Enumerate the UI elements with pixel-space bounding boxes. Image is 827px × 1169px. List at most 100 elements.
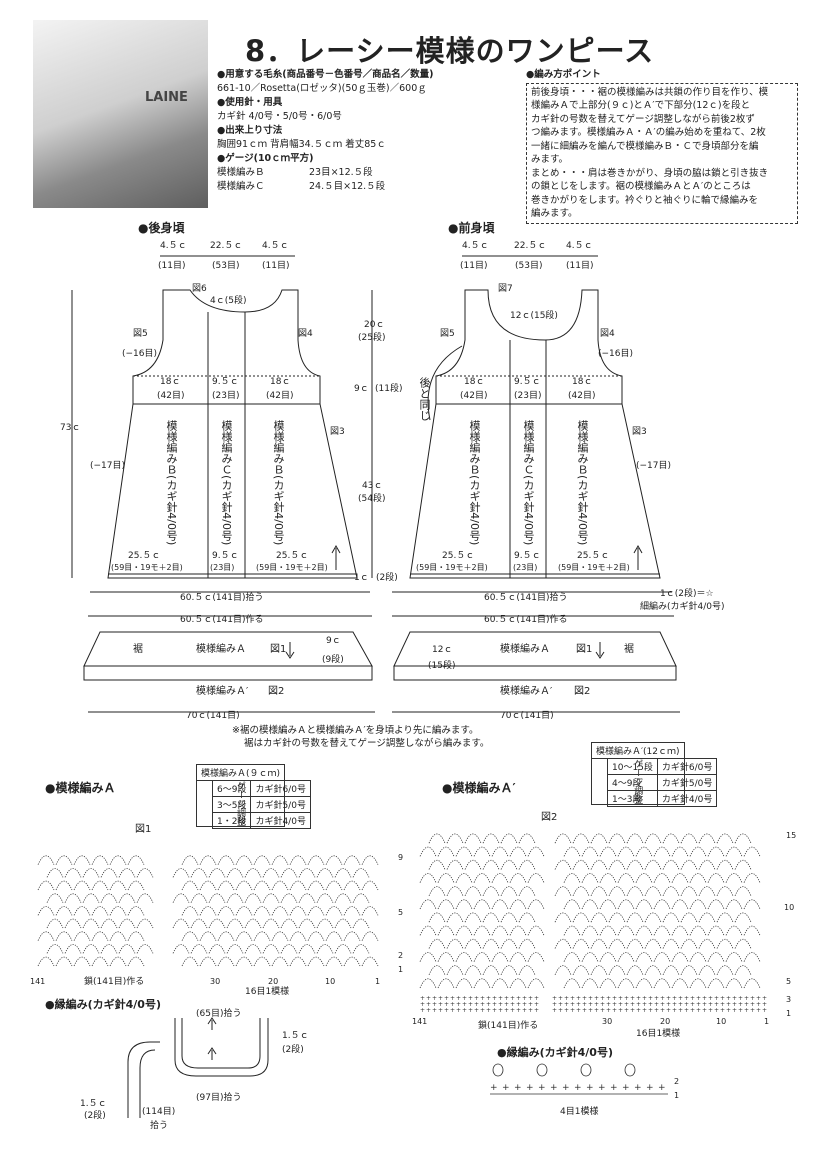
single-crochet-mark: +: [696, 1001, 701, 1008]
fig1-label: 図1: [576, 643, 592, 655]
bottom-sts: (23目): [513, 563, 537, 572]
single-crochet-mark: +: [624, 1007, 629, 1014]
front-top-sts: (11目): [566, 260, 593, 271]
chain-arch-mark: [635, 873, 653, 883]
chain-arch-mark: [307, 880, 325, 891]
chain-arch-mark: [455, 873, 473, 883]
fig3-label: 図3: [632, 426, 647, 437]
edging-label: (2段): [84, 1109, 106, 1121]
chain-arch-mark: [509, 846, 527, 857]
single-crochet-mark: +: [570, 1007, 575, 1014]
front-top-dim: 4.５ｃ: [462, 241, 489, 251]
chain-arch-mark: [334, 918, 352, 929]
dec-label: (−17目): [636, 460, 671, 471]
single-crochet-mark: +: [420, 995, 425, 1002]
chain-arch-mark: [491, 899, 509, 910]
chain-arch-mark: [280, 868, 298, 878]
chain-arch-mark: [707, 978, 725, 989]
single-crochet-mark: +: [504, 1007, 509, 1014]
chain-arch-mark: [554, 912, 572, 923]
chain-arch-mark: [680, 833, 698, 844]
bottom-width: 25.５ｃ: [276, 551, 308, 561]
picot-mark: [580, 1063, 592, 1077]
single-crochet-mark: +: [600, 1007, 605, 1014]
bottom-width: 25.５ｃ: [442, 551, 474, 561]
single-crochet-mark: +: [762, 1007, 767, 1014]
point-line: の鎖とじをします。裾の模様編みＡとＡ′のところは: [531, 181, 751, 192]
make-label: 60.５ｃ(141目)作る: [180, 613, 264, 625]
chain-arch-mark: [181, 931, 199, 941]
chain-arch-mark: [91, 855, 109, 865]
single-crochet-mark: +: [702, 1001, 707, 1008]
chain-arch-mark: [361, 956, 379, 967]
chain-arch-mark: [271, 880, 289, 891]
chain-arch-mark: [190, 893, 208, 903]
chain-arch-mark: [136, 893, 154, 903]
chain-arch-mark: [716, 886, 734, 896]
single-crochet-mark: +: [726, 1007, 731, 1014]
chart-a2-heading: ●模様編みＡ′: [442, 780, 516, 795]
single-crochet-mark: +: [504, 995, 509, 1002]
chain-arch-mark: [208, 944, 226, 954]
chain-arch-mark: [199, 880, 217, 891]
single-crochet-mark: +: [636, 995, 641, 1002]
row-label: 15: [786, 831, 796, 840]
hem-label: 裾: [624, 642, 634, 655]
single-crochet-mark: +: [600, 1001, 605, 1008]
single-crochet-mark: +: [654, 1001, 659, 1008]
edging-diagram: ●縁編み(カギ針4/0号) (65目)拾う 1.５ｃ (2段) (97目)拾う …: [45, 997, 309, 1131]
chain-arch-mark: [617, 925, 635, 936]
edging-outline: [127, 1041, 160, 1118]
chart-a-heading: ●模様編みＡ: [45, 780, 115, 795]
chain-arch-mark: [73, 931, 91, 941]
chain-arch-mark: [253, 906, 271, 916]
chain-arch-mark: [325, 931, 343, 941]
single-crochet-mark: +: [426, 1007, 431, 1014]
single-crochet-mark: +: [420, 1007, 425, 1014]
chain-arch-mark: [590, 859, 608, 870]
needle-heading: ●使用針・用具: [217, 97, 283, 108]
chain-arch-mark: [716, 912, 734, 923]
single-crochet-mark: +: [450, 995, 455, 1002]
single-crochet-mark: +: [444, 995, 449, 1002]
single-crochet-mark: +: [432, 1007, 437, 1014]
single-crochet-mark: +: [606, 995, 611, 1002]
chain-arch-mark: [671, 873, 689, 883]
single-crochet-mark: +: [564, 995, 569, 1002]
chart-a-area: [36, 848, 382, 966]
same-as-back-leader: [427, 345, 463, 421]
single-crochet-mark: +: [738, 1007, 743, 1014]
chain-arch-mark: [500, 859, 518, 870]
chain-arch-mark: [734, 886, 752, 896]
fig2-label: 図2: [574, 685, 590, 697]
chain-arch-mark: [307, 956, 325, 967]
single-crochet-mark: +: [550, 1083, 558, 1093]
chain-arch-mark: [55, 956, 73, 967]
chain-arch-mark: [352, 944, 370, 954]
chain-arch-mark: [581, 873, 599, 883]
chain-arch-mark: [37, 906, 55, 916]
chain-arch-mark: [343, 855, 361, 865]
single-crochet-mark: +: [432, 1001, 437, 1008]
single-crochet-mark: +: [438, 1007, 443, 1014]
single-crochet-mark: +: [498, 1007, 503, 1014]
chain-arch-mark: [671, 925, 689, 936]
points-box: 前後身頃・・・裾の模様編みは共鎖の作り目を作り、模 様編みＡで上部分(９ｃ)とＡ…: [526, 82, 798, 224]
single-crochet-mark: +: [696, 995, 701, 1002]
chain-arch-mark: [680, 886, 698, 896]
arrow-down-icon: [285, 642, 295, 659]
gauge-table-a-rows: 6〜9段カギ針6/0号 3〜5段カギ針5/0号 1・2段カギ針4/0号: [211, 780, 311, 829]
axis-label: 30: [602, 1017, 612, 1026]
points-heading: ●編み方ポイント: [526, 69, 601, 80]
chain-arch-mark: [325, 880, 343, 891]
gauge-pattern: 模様編みＢ: [217, 167, 265, 178]
chain-arch-mark: [707, 846, 725, 857]
back-top-sts: (11目): [262, 260, 289, 271]
chain-arch-mark: [334, 893, 352, 903]
materials-block: ●用意する毛糸(商品番号－色番号／商品名／数量) 661-10／Rosetta(…: [217, 68, 517, 194]
single-crochet-mark: +: [582, 995, 587, 1002]
chain-arch-mark: [581, 978, 599, 989]
chain-arch-mark: [689, 873, 707, 883]
edging-label: (2段): [282, 1043, 304, 1055]
fig4-label: 図4: [600, 328, 615, 339]
